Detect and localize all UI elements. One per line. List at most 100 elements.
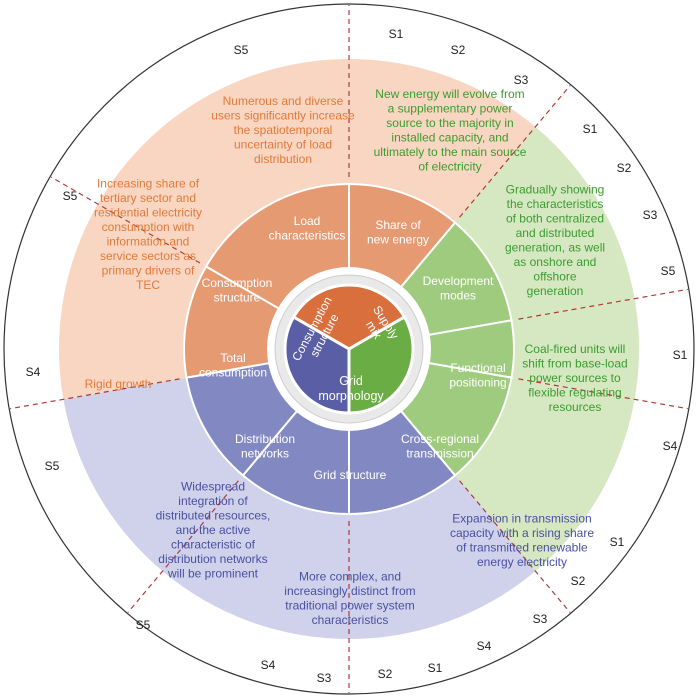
scenario-label: S1 <box>428 661 443 675</box>
middle-sector-text-line: structure <box>214 290 261 304</box>
outer-sector-text-line: Widespread <box>181 480 245 494</box>
outer-sector-text-line: Numerous and diverse <box>223 94 344 108</box>
outer-sector-text-line: the characteristics <box>507 197 604 211</box>
scenario-label: S2 <box>571 574 586 588</box>
dashed-divider <box>127 480 239 613</box>
scenario-label: S3 <box>533 612 548 626</box>
middle-sector-text-line: Development <box>423 274 494 288</box>
middle-sector-text-line: modes <box>440 288 476 302</box>
outer-sector-text-line: tertiary sector and <box>100 191 196 205</box>
scenario-label: S1 <box>673 348 688 362</box>
scenario-label: S4 <box>26 365 41 379</box>
outer-sector-text-line: Increasing share of <box>97 176 200 190</box>
middle-sector-text-line: Functional <box>450 361 505 375</box>
dashed-divider-group <box>10 5 688 693</box>
core-sector-grid <box>283 314 351 415</box>
outer-sector-text-line: service sectors as <box>100 249 196 263</box>
outer-sector-text: Rigid growth <box>85 377 152 391</box>
outer-sector-text-line: distribution networks <box>158 552 267 566</box>
outer-sector-text-line: will be prominent <box>167 567 259 581</box>
outer-sector-text-line: the spatiotemporal <box>234 123 333 137</box>
outer-sector-text-line: installed capacity, and <box>391 130 508 144</box>
outer-sector-text-line: integration of <box>178 494 248 508</box>
scenario-label: S4 <box>663 439 678 453</box>
scenario-label: S1 <box>389 27 404 41</box>
outer-sector-text-line: uncertainty of load <box>234 138 332 152</box>
outer-sector-text-line: Expansion in transmission <box>452 512 591 526</box>
middle-sector-text-line: Total <box>220 351 245 365</box>
middle-sector-text-line: positioning <box>449 375 506 389</box>
dashed-divider <box>459 480 571 613</box>
outer-sector-text-line: resources <box>549 400 602 414</box>
scenario-label: S3 <box>317 671 332 685</box>
middle-sector-text-line: Grid structure <box>314 468 387 482</box>
middle-sector-text-line: characteristics <box>269 228 346 242</box>
outer-sector-text-line: information and <box>107 234 190 248</box>
outer-sector-text-line: increasingly distinct from <box>284 584 415 598</box>
outer-sector-text-line: and the active <box>176 523 251 537</box>
core-sector-group <box>283 283 415 415</box>
scenario-label: S5 <box>45 459 60 473</box>
outer-sector-text-line: flexible regulating <box>528 386 621 400</box>
dashed-divider <box>459 85 571 218</box>
outer-sector-text-line: traditional power system <box>285 599 414 613</box>
outer-sector-text-line: capacity with a rising share <box>450 526 594 540</box>
middle-sector-text-line: Distribution <box>235 432 295 446</box>
scenario-label: S5 <box>63 189 78 203</box>
outer-sector-text-line: consumption with <box>102 220 195 234</box>
outer-sector-text-line: residential electricity <box>94 205 202 219</box>
outer-sector-text-line: primary drivers of <box>102 263 195 277</box>
middle-sector-text-line: Load <box>294 214 321 228</box>
dashed-divider <box>518 378 688 410</box>
outer-sector-text-line: and distributed <box>516 226 595 240</box>
dashed-divider <box>10 378 180 410</box>
middle-sector-text: Grid structure <box>314 468 387 482</box>
outer-sector-text-line: users significantly increase <box>211 109 355 123</box>
outer-sector-text-line: as onshore and <box>514 255 597 269</box>
outer-sector-text-line: of electricity <box>418 159 481 173</box>
core-sector-consumption <box>291 283 407 351</box>
outer-sector-text-line: characteristics <box>312 613 389 627</box>
outer-sector-text-line: generation, as well <box>505 240 605 254</box>
scenario-label: S1 <box>583 122 598 136</box>
middle-sector-text-line: new energy <box>367 232 429 246</box>
middle-sector-text-line: networks <box>241 446 289 460</box>
scenario-label: S4 <box>477 639 492 653</box>
outer-sector-text-line: energy electricity <box>477 555 567 569</box>
scenario-label: S3 <box>643 208 658 222</box>
scenario-label-group: S5S1S2S3S1S2S3S5S1S4S1S2S3S4S1S2S3S4S5S5… <box>26 27 688 685</box>
outer-sector-text-line: characteristic of <box>171 538 256 552</box>
outer-sector-text-line: source to the majority in <box>386 116 513 130</box>
outer-sector-text-line: of transmitted renewable <box>456 541 588 555</box>
scenario-label: S4 <box>261 658 276 672</box>
middle-sector-text-line: consumption <box>199 365 267 379</box>
outer-sector-text-line: generation <box>527 284 584 298</box>
scenario-label: S2 <box>378 667 393 681</box>
dashed-divider <box>50 176 201 264</box>
scenario-label: S3 <box>514 73 529 87</box>
outer-sector-text-line: distributed resources, <box>156 509 271 523</box>
outer-sector-text-line: shift from base-load <box>522 357 627 371</box>
middle-sector-text-line: Share of <box>375 218 421 232</box>
scenario-label: S5 <box>136 618 151 632</box>
outer-sector-text-line: distribution <box>254 152 312 166</box>
core-sector-supply <box>347 314 415 415</box>
middle-sector-text-line: transmission <box>406 446 473 460</box>
scenario-label: S5 <box>661 264 676 278</box>
